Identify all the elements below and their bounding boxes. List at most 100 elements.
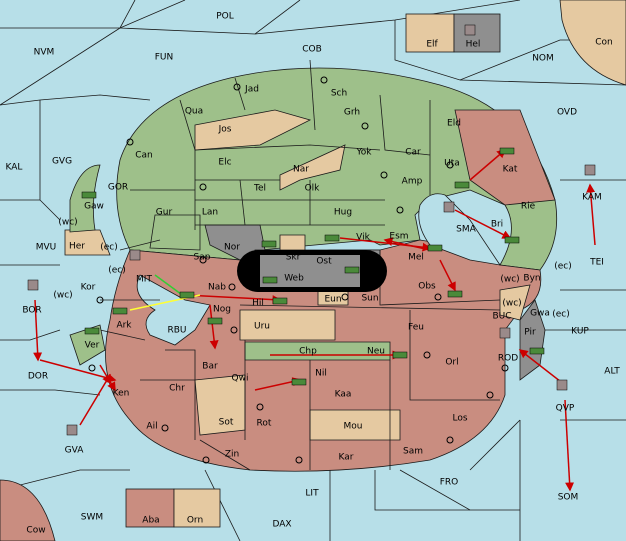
sea-alt: ALT xyxy=(604,367,620,377)
land-sot: Sot xyxy=(219,418,234,428)
land-los: Los xyxy=(452,414,467,424)
elf-box xyxy=(405,13,455,53)
land-gur: Gur xyxy=(156,208,173,218)
sea-mvu: MVU xyxy=(36,243,57,253)
land-jos: Jos xyxy=(218,125,232,135)
sea-qvp: QVP xyxy=(556,404,575,414)
land-amp: Amp xyxy=(402,177,423,187)
land-elc: Elc xyxy=(218,158,231,168)
land-nab: Nab xyxy=(208,283,226,293)
gaw-island xyxy=(69,164,101,233)
order-arrows xyxy=(33,149,596,492)
land-mel: Mel xyxy=(408,253,424,263)
land-her: Her xyxy=(69,242,85,252)
coast-wc3: (wc) xyxy=(500,275,519,285)
land-sam: Sam xyxy=(403,447,423,457)
land-nar: Nar xyxy=(293,165,309,175)
land-uta: Uta xyxy=(444,159,460,169)
sea-gor: GOR xyxy=(108,183,128,193)
land-pir: Pir xyxy=(524,328,536,338)
land-kaa: Kaa xyxy=(335,390,352,400)
coast-ec1: (ec) xyxy=(100,243,118,253)
land-gaw: Gaw xyxy=(84,202,104,212)
aba-box xyxy=(125,488,175,528)
orn-box xyxy=(173,488,221,528)
land-feu: Feu xyxy=(408,323,424,333)
land-ver: Ver xyxy=(85,341,100,351)
coast-ec2: (ec) xyxy=(108,266,126,276)
land-zin: Zin xyxy=(225,450,239,460)
sea-kal: KAL xyxy=(6,163,23,173)
sea-mit: MIT xyxy=(136,275,152,285)
land-hel: Hel xyxy=(466,40,481,50)
supply-centers xyxy=(88,76,509,464)
sea-swm: SWM xyxy=(81,513,103,523)
sea-bor: BOR xyxy=(22,306,41,316)
land-con: Con xyxy=(595,38,613,48)
land-mou: Mou xyxy=(344,422,363,432)
land-elf: Elf xyxy=(426,40,438,50)
land-eld: Eld xyxy=(447,119,461,129)
land-vik: Vik xyxy=(356,233,370,243)
sea-fun: FUN xyxy=(155,53,174,63)
sea-rbu: RBU xyxy=(167,326,186,336)
land-ken: Ken xyxy=(113,389,130,399)
land-chp: Chp xyxy=(299,347,317,357)
land-car: Car xyxy=(405,148,421,158)
land-ail: Ail xyxy=(146,422,157,432)
land-hug: Hug xyxy=(334,208,352,218)
land-obs: Obs xyxy=(418,282,436,292)
land-bri: Bri xyxy=(491,220,503,230)
sea-kam: KAM xyxy=(582,193,602,203)
pir-island xyxy=(519,299,546,381)
sea-pol: POL xyxy=(216,12,234,22)
land-grh: Grh xyxy=(344,108,360,118)
hel-box xyxy=(453,13,501,53)
land-nog: Nog xyxy=(213,305,231,315)
coast-wc2: (wc) xyxy=(53,291,72,301)
land-bar: Bar xyxy=(202,362,218,372)
land-skr: Skr xyxy=(286,253,301,263)
sea-nvm: NVM xyxy=(34,48,55,58)
land-neu: Neu xyxy=(367,347,385,357)
land-nor: Nor xyxy=(224,243,240,253)
land-ost: Ost xyxy=(316,257,332,267)
land-sun: Sun xyxy=(361,294,378,304)
land-hil: Hil xyxy=(252,299,264,309)
sea-sma: SMA xyxy=(456,225,476,235)
land-gwa: Gwa xyxy=(530,309,550,319)
sea-nom: NOM xyxy=(532,54,554,64)
sea-dor: DOR xyxy=(28,372,48,382)
land-esm: Esm xyxy=(389,232,408,242)
sea-som: SOM xyxy=(558,493,579,503)
land-uru: Uru xyxy=(254,322,270,332)
mit-rbu-bay xyxy=(136,274,211,346)
land-aba: Aba xyxy=(142,516,159,526)
sea-buc: BUC xyxy=(492,312,511,322)
coast-wc4: (wc) xyxy=(502,299,521,309)
land-tel: Tel xyxy=(253,184,266,194)
land-ark: Ark xyxy=(116,321,132,331)
land-rot: Rot xyxy=(257,419,272,429)
sea-label-group: POL NVM FUN COB NOM OVD KAL GVG MVU BOR … xyxy=(6,12,621,530)
sea-rod: ROD xyxy=(498,354,518,364)
army-units xyxy=(81,147,545,386)
land-orl: Orl xyxy=(445,358,458,368)
land-eun: Eun xyxy=(324,295,341,305)
land-can: Can xyxy=(135,151,153,161)
fleet-units xyxy=(27,24,596,436)
land-yok: Yok xyxy=(355,148,372,158)
land-byn: Byn xyxy=(523,274,540,284)
land-kor: Kor xyxy=(81,283,96,293)
sea-dax: DAX xyxy=(272,520,291,530)
land-kar: Kar xyxy=(339,453,354,463)
province-borders xyxy=(99,59,501,471)
land-label-group: Jad Sch Qua Jos Grh Eld Can Elc Nar Yok … xyxy=(26,38,612,536)
land-sch: Sch xyxy=(331,89,347,99)
sea-ovd: OVD xyxy=(557,108,577,118)
land-olk: Olk xyxy=(305,184,321,194)
sea-kup: KUP xyxy=(571,327,589,337)
land-chr: Chr xyxy=(169,384,185,394)
